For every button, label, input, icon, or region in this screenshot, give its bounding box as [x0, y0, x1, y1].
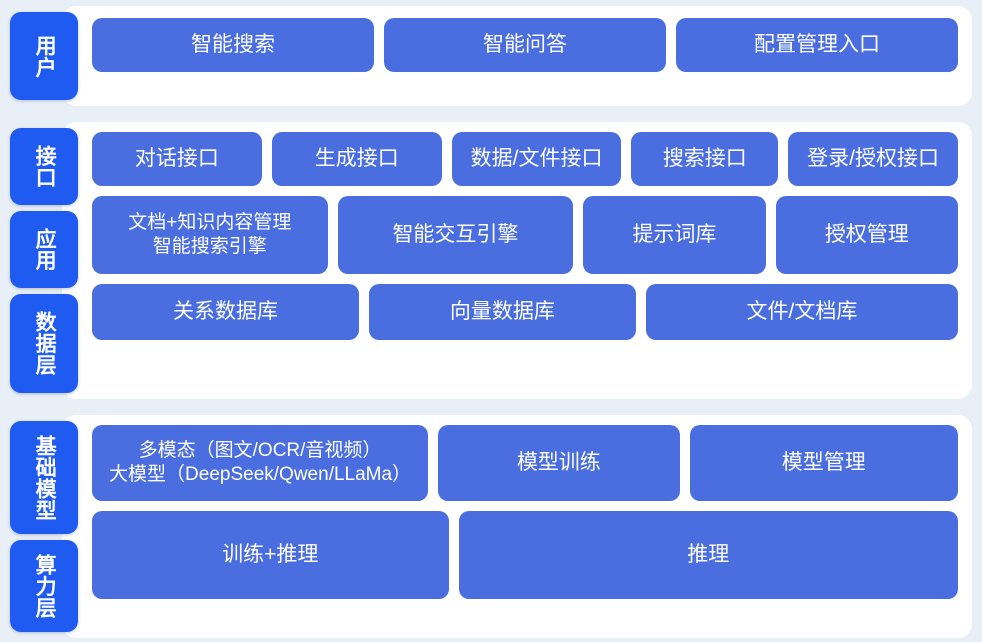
component-box[interactable]: 智能搜索	[92, 18, 374, 72]
component-box[interactable]: 生成接口	[271, 132, 442, 186]
layer-band-middle: 接口应用数据层对话接口生成接口数据/文件接口搜索接口登录/授权接口文档+知识内容…	[10, 122, 972, 399]
component-box[interactable]: 搜索接口	[631, 132, 779, 186]
layer-row-model: 多模态（图文/OCR/音视频） 大模型（DeepSeek/Qwen/LLaMa）…	[92, 425, 958, 501]
component-box[interactable]: 登录/授权接口	[788, 132, 958, 186]
layer-row-user-entries: 智能搜索智能问答配置管理入口	[92, 18, 958, 72]
layer-tab-user-0[interactable]: 用户	[10, 12, 78, 100]
component-box[interactable]: 对话接口	[92, 132, 262, 186]
component-box[interactable]: 多模态（图文/OCR/音视频） 大模型（DeepSeek/Qwen/LLaMa）	[92, 425, 429, 501]
component-box[interactable]: 推理	[458, 511, 958, 599]
component-box[interactable]: 文档+知识内容管理 智能搜索引擎	[92, 196, 328, 274]
layer-row-data: 关系数据库向量数据库文件/文档库	[92, 284, 958, 340]
component-box[interactable]: 授权管理	[775, 196, 958, 274]
component-box[interactable]: 智能交互引擎	[337, 196, 574, 274]
layer-tab-column-base: 基础模型算力层	[10, 415, 78, 638]
layer-tab-base-1[interactable]: 算力层	[10, 540, 78, 632]
layer-tab-column-middle: 接口应用数据层	[10, 122, 78, 399]
layer-tab-column-user: 用户	[10, 6, 78, 106]
layer-band-base: 基础模型算力层多模态（图文/OCR/音视频） 大模型（DeepSeek/Qwen…	[10, 415, 972, 638]
component-box[interactable]: 智能问答	[384, 18, 666, 72]
layer-row-api: 对话接口生成接口数据/文件接口搜索接口登录/授权接口	[92, 132, 958, 186]
layer-panel-user: 智能搜索智能问答配置管理入口	[62, 6, 972, 106]
component-box[interactable]: 文件/文档库	[645, 284, 958, 340]
layer-tab-base-0[interactable]: 基础模型	[10, 421, 78, 535]
component-box[interactable]: 模型管理	[689, 425, 958, 501]
layer-row-app: 文档+知识内容管理 智能搜索引擎智能交互引擎提示词库授权管理	[92, 196, 958, 274]
layer-band-user: 用户智能搜索智能问答配置管理入口	[10, 6, 972, 106]
component-box[interactable]: 配置管理入口	[676, 18, 958, 72]
layer-tab-middle-1[interactable]: 应用	[10, 211, 78, 289]
component-box[interactable]: 关系数据库	[92, 284, 359, 340]
component-box[interactable]: 提示词库	[583, 196, 766, 274]
layer-tab-middle-0[interactable]: 接口	[10, 128, 78, 206]
layer-tab-middle-2[interactable]: 数据层	[10, 294, 78, 394]
layer-panel-base: 多模态（图文/OCR/音视频） 大模型（DeepSeek/Qwen/LLaMa）…	[62, 415, 972, 638]
component-box[interactable]: 训练+推理	[92, 511, 449, 599]
layer-row-power: 训练+推理推理	[92, 511, 958, 599]
component-box[interactable]: 模型训练	[438, 425, 680, 501]
layer-panel-middle: 对话接口生成接口数据/文件接口搜索接口登录/授权接口文档+知识内容管理 智能搜索…	[62, 122, 972, 399]
component-box[interactable]: 向量数据库	[368, 284, 636, 340]
component-box[interactable]: 数据/文件接口	[451, 132, 622, 186]
